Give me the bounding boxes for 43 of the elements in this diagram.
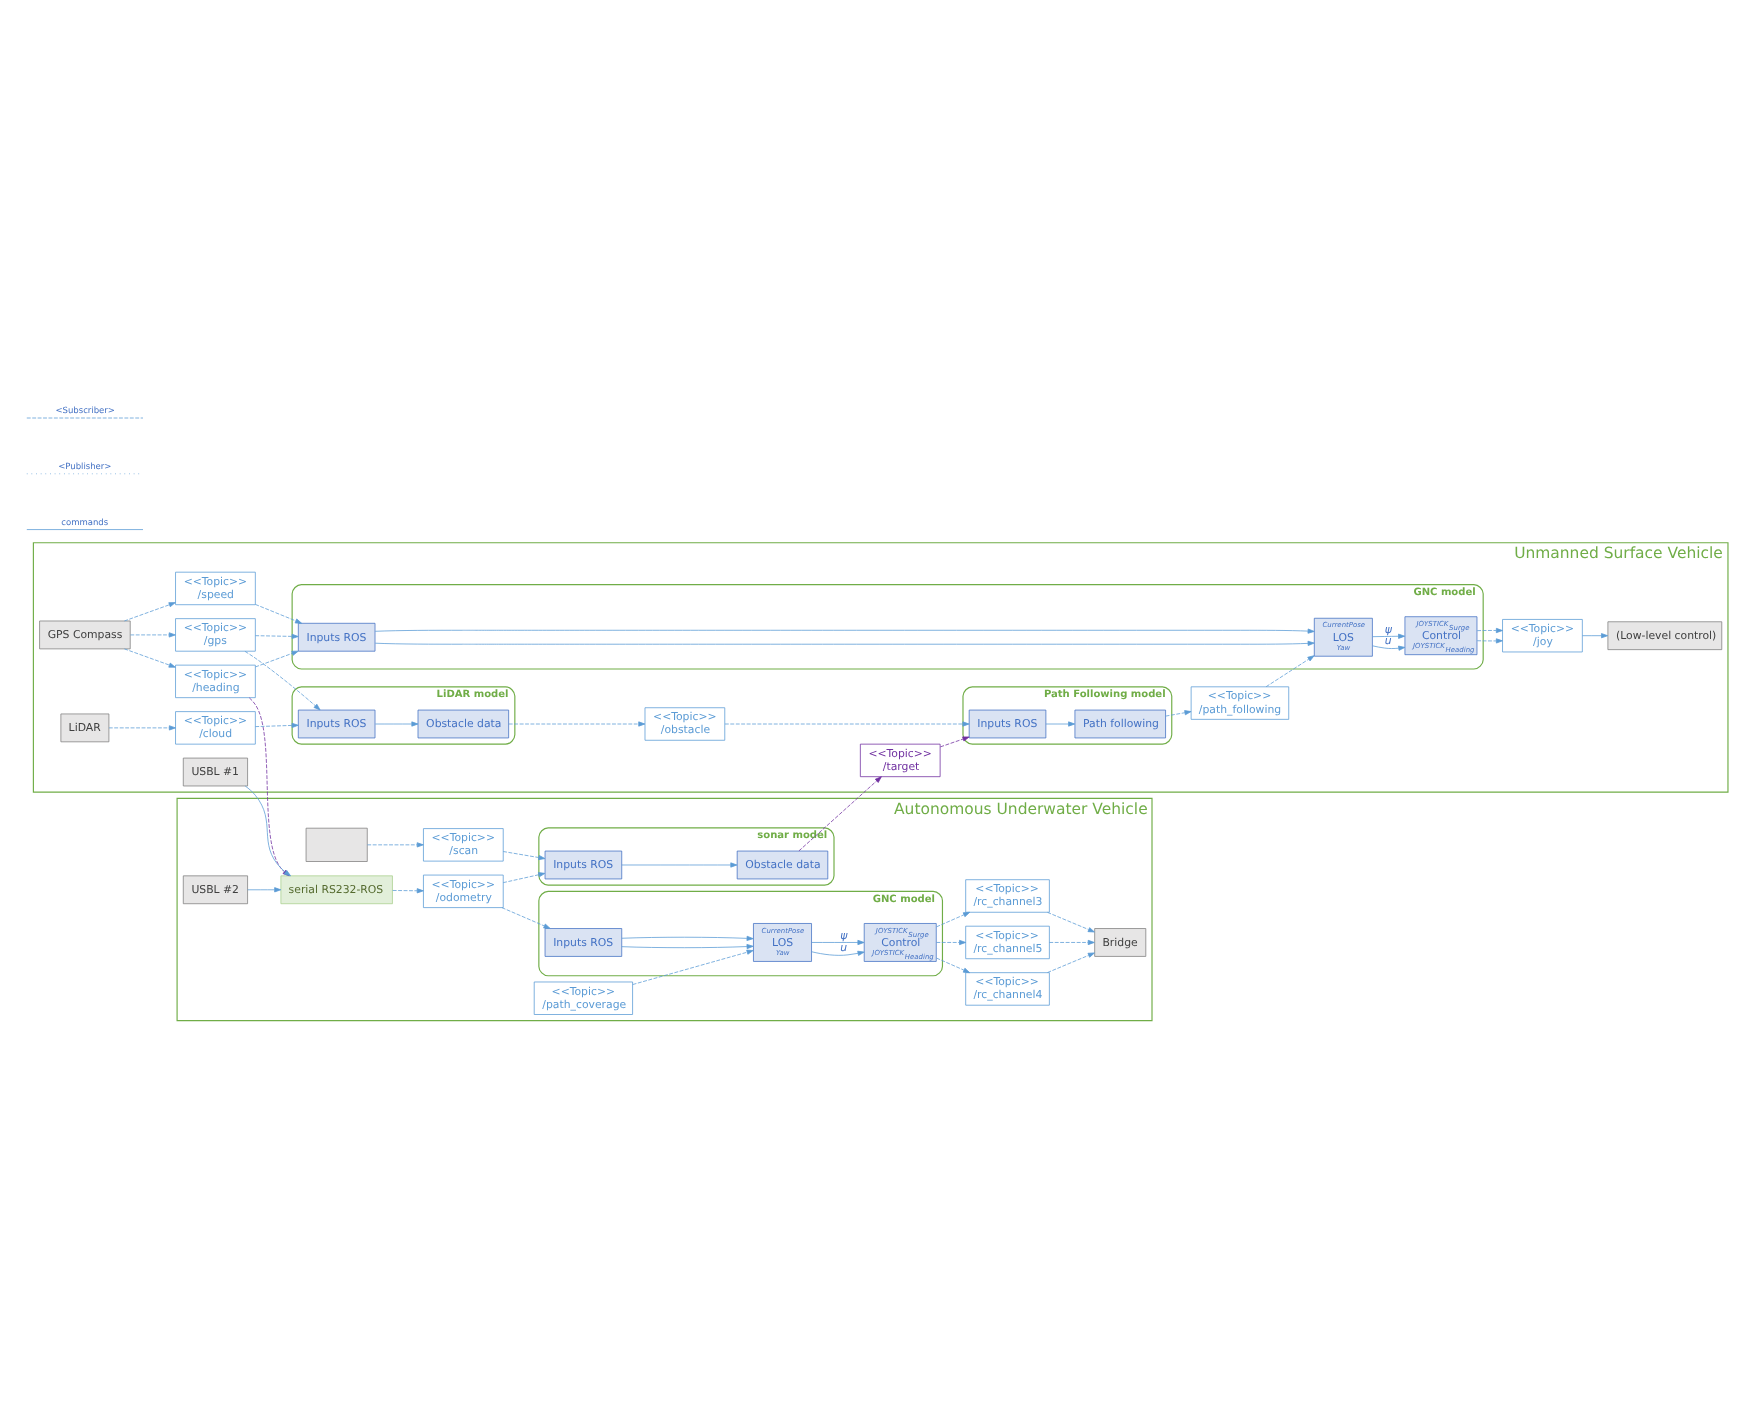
arrow — [247, 886, 282, 892]
arrow — [936, 938, 967, 944]
arrow — [1372, 644, 1406, 650]
arrow — [374, 627, 1315, 633]
arrow — [811, 949, 865, 955]
arrow — [936, 956, 971, 973]
arrow — [1047, 911, 1095, 932]
arrow — [936, 910, 971, 927]
arrow — [502, 850, 546, 860]
arrow — [244, 649, 321, 710]
arrow — [1476, 626, 1503, 633]
arrow — [1372, 632, 1406, 638]
arrow — [940, 735, 970, 747]
arrow — [502, 871, 546, 883]
arrow — [367, 841, 424, 847]
arrow — [1045, 720, 1076, 726]
arrow — [508, 720, 646, 726]
arrow — [724, 720, 970, 726]
arrow — [108, 724, 176, 730]
arrow — [374, 720, 419, 726]
arrow — [124, 647, 176, 667]
arrow — [1582, 632, 1609, 638]
arrow — [255, 632, 299, 638]
arrow — [501, 906, 551, 928]
arrow — [1265, 654, 1315, 687]
arrow — [811, 938, 865, 944]
arrow — [255, 721, 299, 727]
arrow — [1165, 709, 1192, 716]
arrow — [255, 649, 299, 667]
arrow — [621, 943, 754, 949]
arrow — [621, 861, 738, 867]
arrow — [124, 601, 176, 621]
arrow — [1476, 637, 1503, 643]
arrow — [1047, 951, 1095, 972]
arrow — [798, 775, 882, 851]
arrow — [255, 603, 303, 623]
arrow — [621, 934, 754, 940]
arrow — [374, 639, 1315, 645]
arrow — [1049, 938, 1095, 944]
arrow — [130, 631, 176, 637]
arrow — [632, 948, 754, 984]
arrow — [392, 887, 424, 893]
node-box — [305, 826, 368, 861]
